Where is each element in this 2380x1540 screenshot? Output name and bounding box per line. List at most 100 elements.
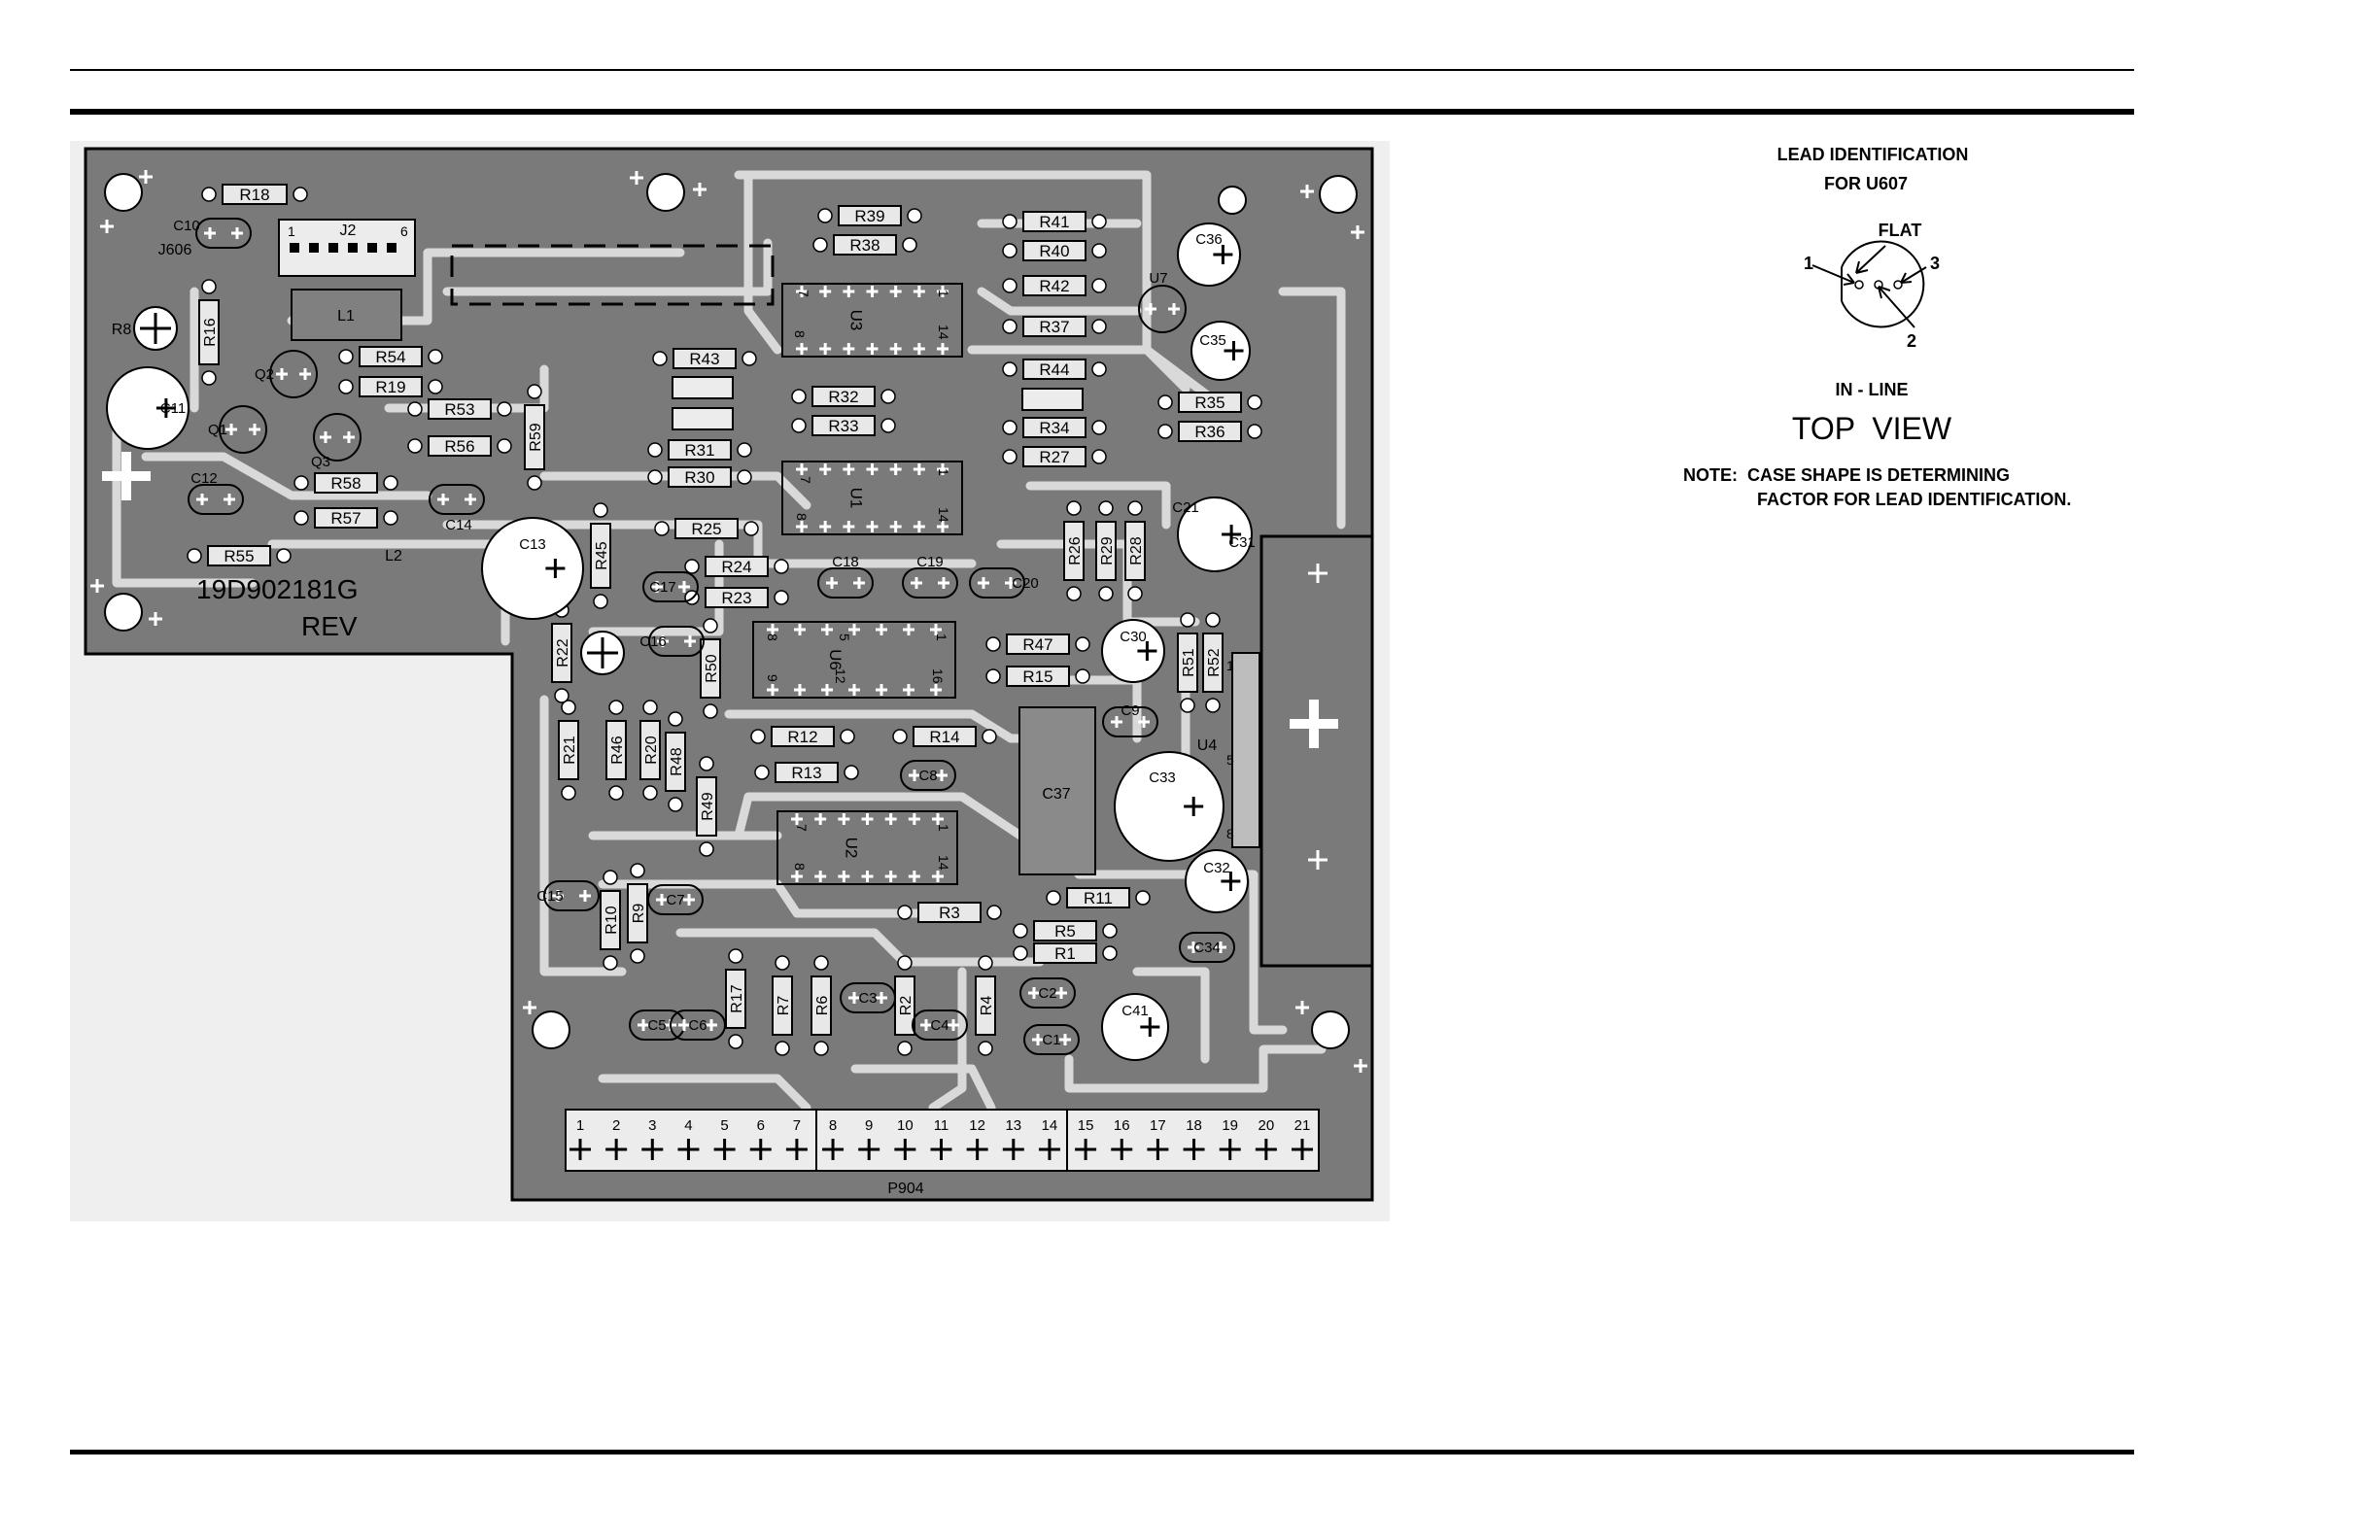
- connector-pin-label: 21: [1294, 1117, 1311, 1134]
- solder-pad: [1135, 890, 1151, 906]
- u6-pin-8-label: 8: [765, 633, 780, 641]
- solder-pad: [293, 187, 308, 202]
- component-label: C37: [1042, 786, 1070, 803]
- solder-pad: [775, 1041, 790, 1056]
- solder-pad: [1046, 890, 1061, 906]
- solder-pad: [880, 418, 896, 433]
- resistor-body: [665, 732, 686, 792]
- resistor-body: [1177, 633, 1198, 693]
- resistor-body: [524, 404, 545, 470]
- pad-mark: [794, 624, 806, 635]
- resistor-label: R50: [704, 654, 720, 682]
- solder-pad: [737, 442, 752, 458]
- u2-pin-1-label: 1: [936, 824, 951, 832]
- resistor-r49: R49: [696, 756, 717, 857]
- resistor-label: R41: [1039, 213, 1069, 231]
- capacitor-outline: [1102, 706, 1158, 737]
- capacitor-label: C20: [1012, 575, 1039, 592]
- pad-mark: [678, 1019, 690, 1031]
- elcap-outline: [1114, 751, 1224, 862]
- resistor-body: [198, 299, 220, 365]
- pad-mark: [937, 521, 949, 532]
- resistor-label: R12: [787, 728, 817, 746]
- resistor-body: [668, 466, 732, 488]
- pad-mark: [684, 635, 696, 647]
- solder-pad: [383, 475, 398, 491]
- resistor-label: R7: [776, 996, 792, 1016]
- solder-pad: [642, 785, 658, 801]
- resistor-label: R24: [721, 558, 751, 576]
- solder-pad: [1002, 243, 1018, 258]
- resistor-r13: R13: [754, 762, 859, 783]
- solder-pad: [630, 948, 645, 964]
- solder-pad: [1091, 361, 1107, 377]
- resistor-r1: R1: [1013, 942, 1118, 964]
- solder-pad: [1066, 586, 1082, 601]
- capacitor-outline: [648, 626, 705, 657]
- resistor-body: [705, 556, 769, 577]
- resistor-label: R30: [684, 468, 714, 487]
- resistor-label: R39: [854, 207, 884, 225]
- solder-pad: [1102, 945, 1118, 961]
- capacitor-c3: C3: [840, 982, 896, 1013]
- solder-pad: [527, 475, 542, 491]
- resistor-body: [551, 623, 572, 683]
- pad-mark: [936, 770, 948, 781]
- header-rule-thick: [70, 109, 2134, 115]
- resistor-label: R46: [609, 736, 626, 764]
- resistor-body: [1006, 633, 1070, 655]
- resistor-body: [775, 762, 839, 783]
- resistor-body: [1033, 942, 1097, 964]
- polarity-mark: [1224, 341, 1244, 360]
- p904-label: P904: [887, 1181, 923, 1197]
- resistor-label: R3: [939, 904, 960, 922]
- mounting-hole: [1319, 175, 1358, 214]
- resistor-body: [1178, 421, 1242, 442]
- transistor-outline: [219, 405, 267, 454]
- solder-pad: [603, 955, 618, 971]
- pad-mark: [678, 581, 690, 593]
- solder-pad: [652, 351, 668, 366]
- pad-mark: [913, 286, 925, 297]
- connector-pin: [966, 1139, 988, 1160]
- resistor-r4: R4: [975, 955, 996, 1056]
- resistor-label: R53: [444, 400, 474, 419]
- solder-pad: [593, 502, 608, 518]
- resistor-label: R47: [1022, 635, 1052, 654]
- solder-pad: [897, 905, 913, 920]
- resistor-r12: R12: [750, 726, 855, 747]
- elcap-outline: [1101, 619, 1165, 683]
- connector-pin: [1183, 1139, 1205, 1160]
- solder-pad: [897, 1041, 913, 1056]
- polarity-mark: [1137, 641, 1157, 661]
- capacitor-label: C15: [536, 888, 564, 905]
- pin3-label: 3: [1930, 254, 1940, 273]
- solder-pad: [608, 785, 624, 801]
- connector-pin: [749, 1139, 772, 1160]
- l1-inductor: [291, 289, 402, 341]
- ic-label: U3: [846, 310, 865, 331]
- pad-mark: [913, 343, 925, 355]
- resistor-label: R14: [929, 728, 959, 746]
- connector-pin: [1147, 1139, 1169, 1160]
- solder-pad: [407, 438, 423, 454]
- pcb-layout-diagram: 1 6 1 5 8 R18R54R19R53R56R58R57R55R43R31…: [70, 141, 1390, 1221]
- capacitor-label: C34: [1193, 940, 1221, 956]
- capacitor-outline: [900, 760, 956, 791]
- resistor-label: R52: [1206, 648, 1223, 676]
- solder-pad: [201, 187, 217, 202]
- pad-mark: [876, 624, 887, 635]
- solder-pad: [699, 841, 714, 857]
- connector-pin: [930, 1139, 952, 1160]
- elcap-outline: [1177, 496, 1253, 572]
- solder-pad: [986, 905, 1002, 920]
- pad-mark: [861, 871, 874, 882]
- pad-mark: [249, 424, 260, 435]
- capacitor-outline: [817, 567, 874, 599]
- connector-pin: [641, 1139, 664, 1160]
- solder-pad: [428, 379, 443, 394]
- pad-mark: [908, 813, 920, 825]
- elcap-c11: C11: [106, 366, 190, 450]
- elcap-outline: [1101, 993, 1169, 1061]
- resistor-body: [359, 346, 423, 367]
